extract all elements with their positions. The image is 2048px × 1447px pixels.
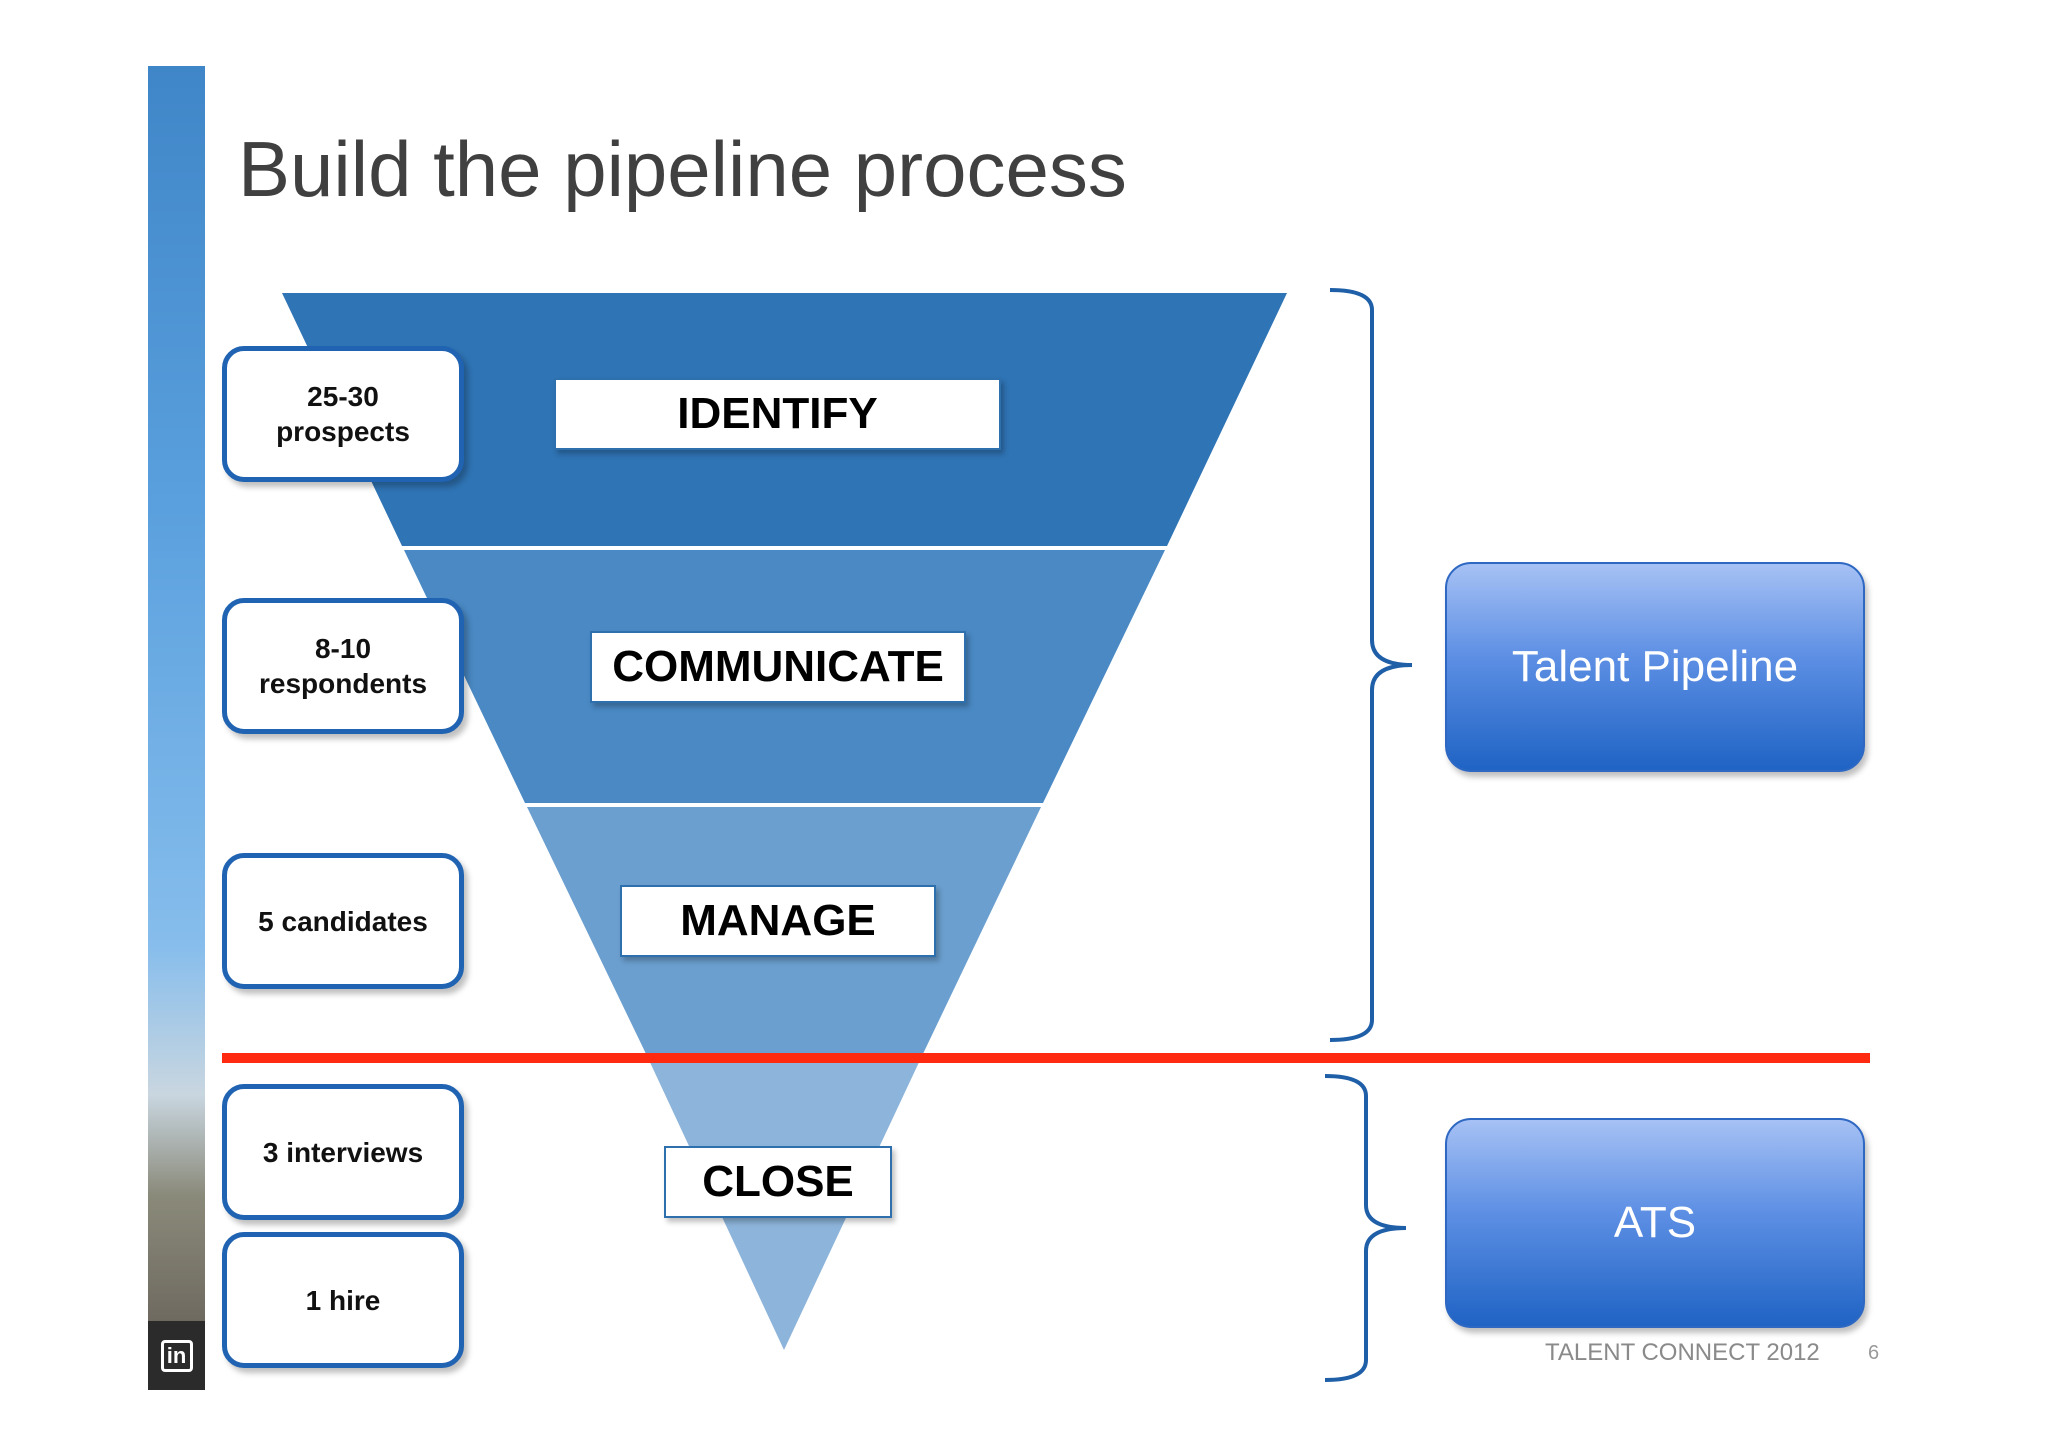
ats-bracket — [1324, 1074, 1407, 1382]
talent-pipeline-bracket — [1329, 288, 1413, 1042]
count-box-respondents: 8-10 respondents — [222, 598, 464, 734]
count-box-interviews: 3 interviews — [222, 1084, 464, 1220]
count-text-interviews: 3 interviews — [262, 1136, 424, 1168]
count-box-candidates: 5 candidates — [222, 853, 464, 989]
talent-pipeline-label: Talent Pipeline — [1511, 642, 1799, 691]
count-text-hire: 1 hire — [305, 1284, 381, 1316]
count-text-candidates: 5 candidates — [258, 905, 428, 937]
count-text-respondents: 8-10 respondents — [258, 633, 428, 699]
footer-page-number: 6 — [1868, 1342, 1880, 1364]
ats-label: ATS — [1613, 1198, 1697, 1247]
sidebar-photo-strip — [148, 66, 205, 1321]
footer-event-name: TALENT CONNECT 2012 — [1545, 1339, 1820, 1366]
linkedin-logo: in — [148, 1321, 205, 1390]
count-text-prospects: 25-30 prospects — [276, 381, 410, 447]
page-title: Build the pipeline process — [238, 125, 1127, 213]
count-box-hire: 1 hire — [222, 1232, 464, 1368]
stage-label-communicate: COMMUNICATE — [590, 631, 966, 703]
linkedin-icon: in — [160, 1339, 193, 1372]
stage-label-identify: IDENTIFY — [554, 378, 1001, 450]
ats-box: ATS — [1445, 1118, 1865, 1328]
talent-pipeline-box: Talent Pipeline — [1445, 562, 1865, 772]
count-box-prospects: 25-30 prospects — [222, 346, 464, 482]
stage-label-close: CLOSE — [664, 1146, 892, 1218]
stage-label-manage: MANAGE — [620, 885, 936, 957]
